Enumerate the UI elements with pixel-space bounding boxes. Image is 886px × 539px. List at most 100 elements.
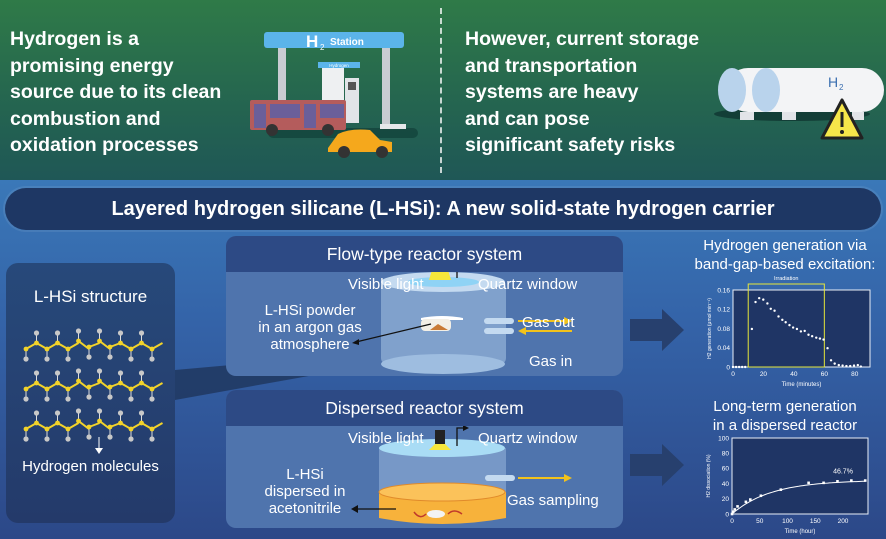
data-point bbox=[859, 365, 863, 368]
y-tick-label: 0.04 bbox=[717, 345, 730, 352]
hydrogen-atom bbox=[117, 330, 124, 336]
hydrogen-tank-illustration: H 2 bbox=[714, 68, 884, 140]
y-tick-label: 100 bbox=[718, 435, 729, 442]
hydrogen-atom bbox=[117, 370, 124, 376]
light-lamp-icon bbox=[429, 272, 451, 280]
data-point bbox=[841, 364, 844, 367]
data-point bbox=[744, 500, 748, 504]
hydrogen-atom bbox=[23, 356, 29, 362]
intro-left-text: Hydrogen is a promising energy source du… bbox=[10, 26, 221, 159]
hydrogen-atom bbox=[138, 370, 145, 376]
svg-text:2: 2 bbox=[839, 83, 844, 92]
hydrogen-atom bbox=[117, 410, 124, 416]
x-tick-label: 40 bbox=[790, 371, 798, 378]
intro-right-text: However, current storage and transportat… bbox=[465, 26, 699, 159]
silicon-atom bbox=[34, 380, 39, 386]
structure-caption: Hydrogen molecules bbox=[22, 458, 159, 475]
silicon-atom bbox=[107, 384, 113, 390]
silicon-atom bbox=[149, 346, 155, 352]
silicon-atom bbox=[55, 420, 60, 426]
data-point bbox=[740, 365, 744, 369]
silicon-atom bbox=[128, 426, 134, 432]
y-tick-label: 0 bbox=[726, 364, 730, 371]
silicon-atom bbox=[118, 340, 123, 346]
section-title-banner: Layered hydrogen silicane (L-HSi): A new… bbox=[5, 188, 881, 230]
text-line: source due to its clean bbox=[10, 81, 222, 103]
x-tick-label: 0 bbox=[731, 371, 735, 378]
data-point bbox=[737, 365, 741, 369]
y-axis-label: H2 generation (μmol min⁻¹) bbox=[707, 298, 713, 359]
hydrogen-atom bbox=[128, 396, 134, 402]
silicon-atom bbox=[86, 424, 92, 430]
plot-area bbox=[731, 437, 869, 515]
lhsi-structure-box: L-HSi structure Hydrogen molecules bbox=[6, 263, 175, 523]
silicon-atom bbox=[44, 426, 50, 432]
silicon-atom bbox=[139, 340, 144, 346]
text-line: significant safety risks bbox=[465, 134, 676, 156]
silicon-atom bbox=[23, 386, 29, 392]
irradiation-window bbox=[747, 283, 825, 368]
hydrogen-atom bbox=[44, 356, 50, 362]
hydrogen-atom bbox=[138, 330, 145, 336]
irradiation-label: Irradiation bbox=[774, 276, 798, 282]
data-point bbox=[818, 337, 822, 340]
h2-station-illustration: H 2 Station Hydrogen bbox=[250, 32, 418, 158]
y-tick-label: 80 bbox=[722, 451, 730, 458]
x-axis-label: Time (hour) bbox=[785, 529, 816, 535]
data-point bbox=[766, 302, 769, 305]
hydrogen-atom bbox=[75, 368, 82, 374]
x-tick-label: 80 bbox=[851, 371, 859, 378]
hydrogen-atom bbox=[23, 436, 29, 442]
hydrogen-atom bbox=[128, 356, 134, 362]
data-point bbox=[779, 488, 783, 491]
y-tick-label: 0 bbox=[725, 511, 729, 518]
data-point bbox=[791, 326, 795, 329]
silicon-atom bbox=[139, 420, 144, 426]
silicon-atom bbox=[97, 418, 102, 424]
svg-text:2: 2 bbox=[320, 43, 325, 52]
silicon-atom bbox=[97, 338, 102, 344]
hydrogen-atom bbox=[75, 408, 82, 414]
hydrogen-atom bbox=[96, 368, 103, 374]
data-point bbox=[788, 323, 791, 327]
hydrogen-atom bbox=[107, 354, 113, 360]
hydrogen-atom bbox=[107, 434, 113, 440]
text-line: combustion and bbox=[10, 107, 161, 130]
section-divider bbox=[440, 8, 442, 173]
data-point bbox=[849, 364, 852, 368]
data-point bbox=[863, 479, 867, 482]
data-point bbox=[826, 347, 829, 350]
silicon-atom bbox=[86, 344, 92, 350]
silicon-atom bbox=[23, 426, 29, 432]
data-point bbox=[807, 481, 810, 485]
x-tick-label: 200 bbox=[838, 518, 849, 525]
data-point bbox=[852, 364, 856, 367]
silicon-atom bbox=[107, 344, 113, 350]
data-point bbox=[837, 363, 840, 367]
text-line: Hydrogen is a bbox=[10, 28, 139, 50]
silicon-atom bbox=[97, 378, 102, 384]
dispersed-reactor-title: Dispersed reactor system bbox=[226, 390, 623, 426]
data-point bbox=[731, 365, 735, 369]
silicon-atom bbox=[23, 346, 29, 352]
silicon-atom bbox=[76, 418, 81, 424]
data-point bbox=[781, 318, 784, 322]
silicon-atom bbox=[44, 346, 50, 352]
x-tick-label: 0 bbox=[730, 518, 734, 525]
svg-text:Hydrogen: Hydrogen bbox=[329, 63, 349, 68]
data-point bbox=[803, 329, 806, 333]
y-tick-label: 0.12 bbox=[717, 307, 730, 314]
hydrogen-atom bbox=[128, 436, 134, 442]
gas-sampling-label: Gas sampling bbox=[507, 492, 599, 509]
data-point bbox=[757, 296, 761, 300]
hydrogen-atom bbox=[44, 396, 50, 402]
plot-area bbox=[732, 289, 871, 368]
hydrogen-atom bbox=[138, 410, 145, 416]
data-point bbox=[769, 307, 772, 310]
gas-in-arrow bbox=[518, 327, 572, 335]
hydrogen-atom bbox=[149, 356, 155, 362]
data-point bbox=[795, 327, 799, 331]
silicon-atom bbox=[128, 386, 134, 392]
